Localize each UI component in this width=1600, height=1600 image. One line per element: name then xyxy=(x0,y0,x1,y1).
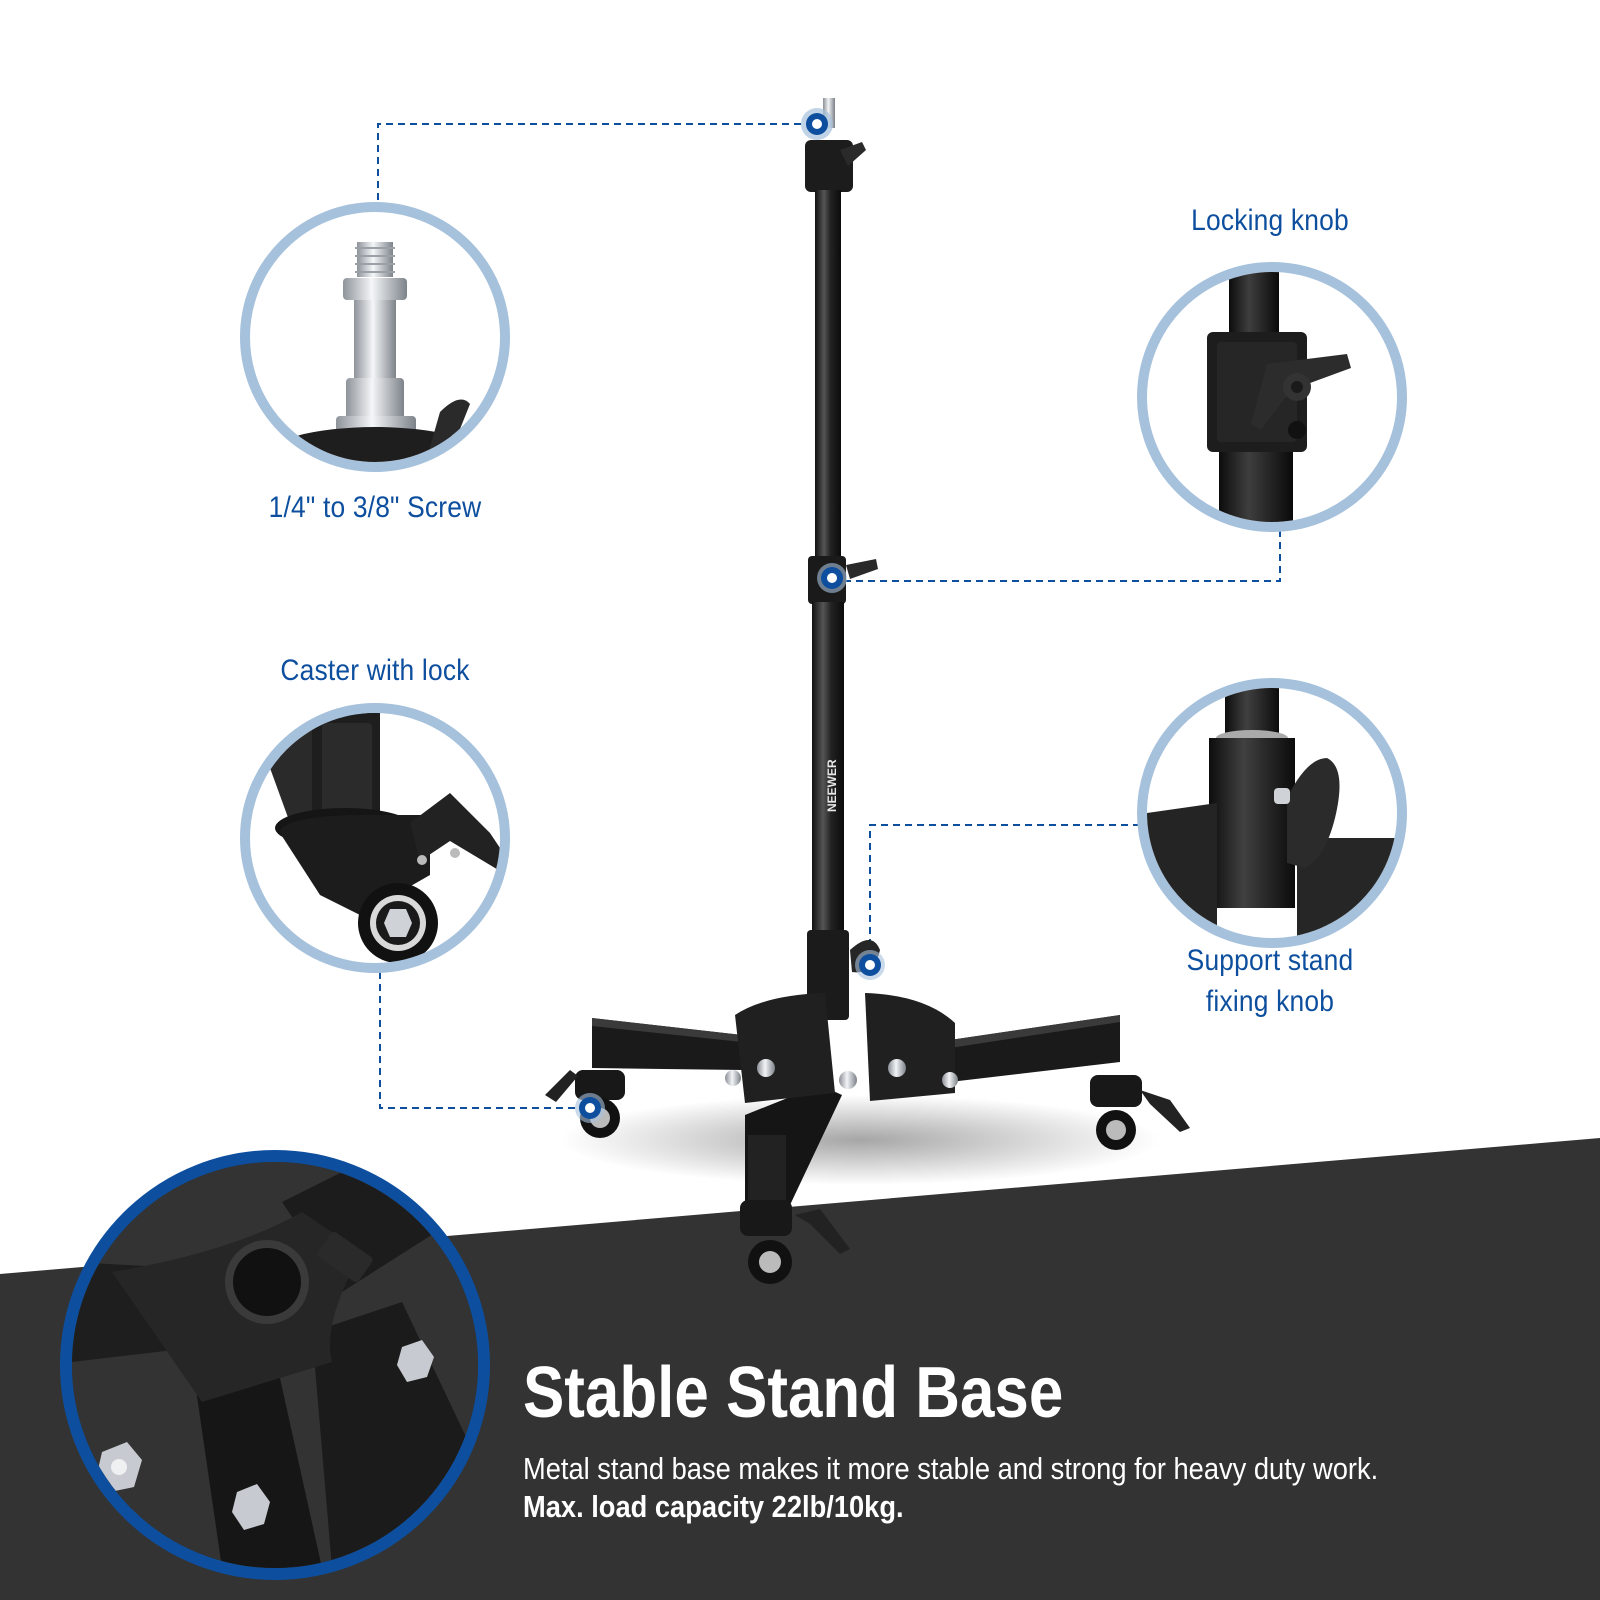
callout-screw-circle xyxy=(240,202,510,472)
locking-knob-icon xyxy=(1207,272,1351,522)
feature-description-text: Metal stand base makes it more stable an… xyxy=(523,1451,1379,1486)
load-capacity-text: Max. load capacity 22lb/10kg. xyxy=(523,1489,904,1524)
feature-description: Metal stand base makes it more stable an… xyxy=(523,1450,1378,1526)
callout-support-knob-circle xyxy=(1137,678,1407,948)
spigot-screw-icon xyxy=(265,242,485,462)
caster-front xyxy=(740,1200,850,1284)
base-hub-detail-circle xyxy=(60,1150,490,1580)
caster-wheel-icon xyxy=(250,713,500,963)
callout-caster-circle xyxy=(240,703,510,973)
callout-locking-knob-circle xyxy=(1137,262,1407,532)
callout-locking-knob-label: Locking knob xyxy=(1191,204,1349,237)
caster-right xyxy=(1090,1075,1190,1150)
callout-support-knob-label-line2: fixing knob xyxy=(1205,985,1335,1018)
callout-caster-label: Caster with lock xyxy=(280,654,470,687)
callout-support-knob-label-line1: Support stand xyxy=(1186,944,1354,977)
brand-mark: NEEWER xyxy=(825,759,839,812)
feature-title: Stable Stand Base xyxy=(523,1353,1064,1433)
callout-screw-label: 1/4" to 3/8" Screw xyxy=(268,491,482,524)
fixing-knob-icon xyxy=(1147,688,1397,938)
base-hub-icon xyxy=(72,1162,478,1568)
